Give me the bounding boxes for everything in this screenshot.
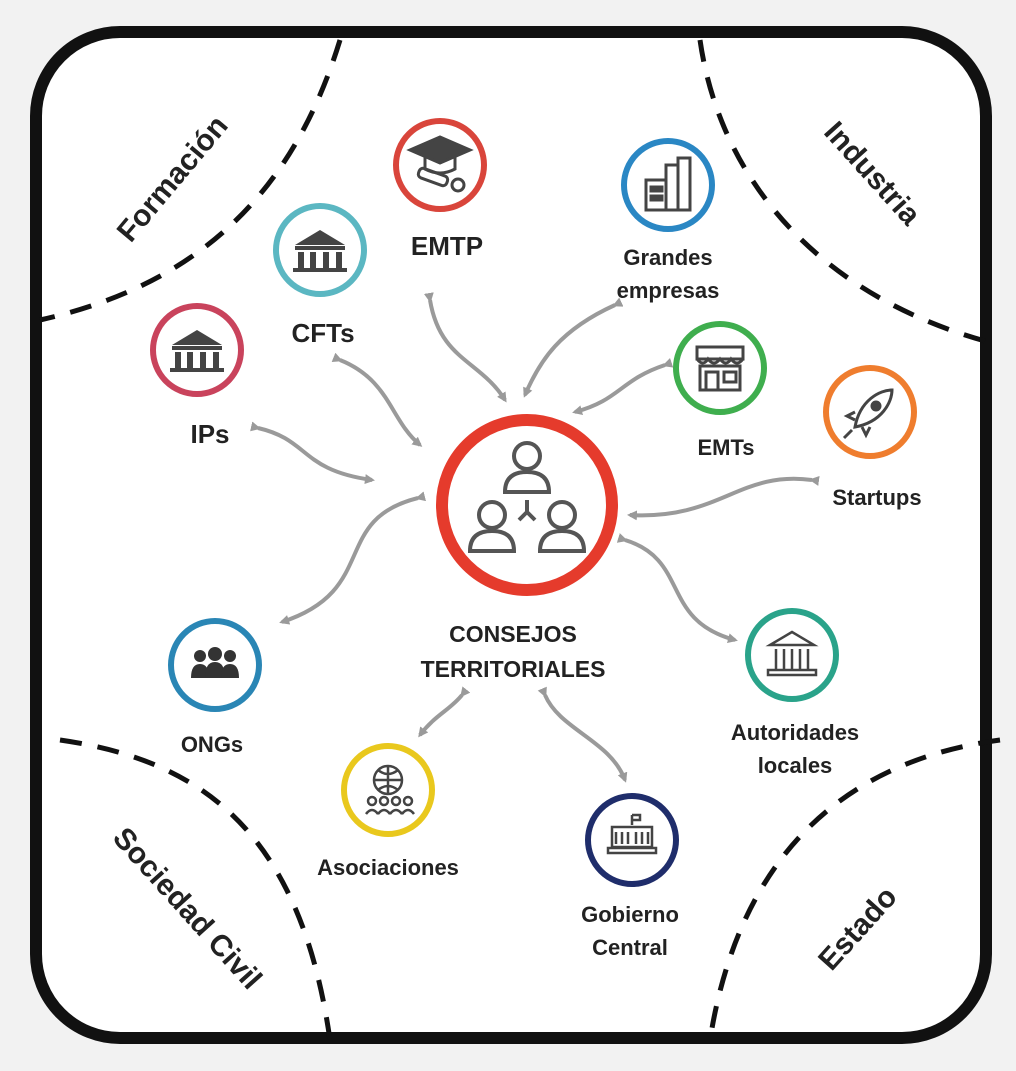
divider-estado [707, 737, 1001, 1041]
node-emtp: EMTP [393, 118, 487, 261]
node-label-emts: EMTs [697, 435, 754, 460]
arrow-emtp [423, 292, 507, 403]
node-ips: IPs [150, 303, 244, 449]
node-emts: EMTs [673, 321, 767, 460]
arrow-ips [250, 421, 375, 484]
node-label-emtp: EMTP [411, 231, 483, 261]
node-label-autoridades-line2: locales [758, 753, 833, 778]
arrow-ongs [279, 491, 427, 625]
institution-building-icon [293, 230, 347, 272]
arrow-startups [627, 476, 820, 521]
graduation-cap-diploma-icon [406, 135, 474, 193]
arrow-cfts [331, 352, 423, 447]
people-network-icon [467, 441, 587, 553]
node-label-grandes-line2: empresas [617, 278, 720, 303]
sector-label-industria: Industria [817, 116, 927, 232]
arrow-emts [572, 358, 674, 416]
node-label-gobierno-line1: Gobierno [581, 902, 679, 927]
node-cfts: CFTs [273, 203, 367, 348]
node-grandes-empresas: Grandes empresas [617, 138, 720, 303]
node-label-cfts: CFTs [291, 318, 354, 348]
node-startups: Startups [823, 365, 922, 510]
sector-label-sociedad-civil: Sociedad Civil [106, 821, 268, 995]
node-asociaciones: Asociaciones [317, 743, 459, 880]
node-label-autoridades-line1: Autoridades [731, 720, 859, 745]
node-label-gobierno-line2: Central [592, 935, 668, 960]
center-title-line1: CONSEJOS [449, 621, 577, 647]
node-label-asociaciones: Asociaciones [317, 855, 459, 880]
rocket-icon [842, 388, 894, 440]
divider-industria [697, 39, 1001, 348]
storefront-icon [695, 345, 745, 392]
node-label-ongs: ONGs [181, 732, 243, 757]
group-people-icon [191, 647, 239, 678]
institution-building-icon [170, 330, 224, 372]
sector-label-formacion: Formación [111, 110, 235, 249]
center-title-line2: TERRITORIALES [421, 656, 606, 682]
node-ongs: ONGs [168, 618, 262, 757]
node-autoridades-locales: Autoridades locales [731, 608, 859, 778]
government-building-icon [606, 813, 658, 855]
node-gobierno-central: Gobierno Central [581, 793, 679, 960]
sector-dividers [39, 39, 1001, 1041]
office-buildings-icon [644, 156, 692, 212]
courthouse-icon [765, 630, 819, 677]
node-label-ips: IPs [190, 419, 229, 449]
arrow-autoridades [616, 533, 738, 644]
divider-sociedad-civil [59, 737, 333, 1041]
arrow-asociaciones [418, 686, 471, 738]
node-label-startups: Startups [832, 485, 921, 510]
globe-people-icon [365, 764, 415, 815]
node-label-grandes-line1: Grandes [623, 245, 712, 270]
connector-arrows [250, 292, 820, 783]
sector-label-estado: Estado [812, 880, 903, 976]
divider-formacion [39, 39, 343, 323]
arrow-gobierno [537, 686, 628, 783]
arrow-grandes [523, 297, 624, 398]
center-node [436, 414, 618, 596]
